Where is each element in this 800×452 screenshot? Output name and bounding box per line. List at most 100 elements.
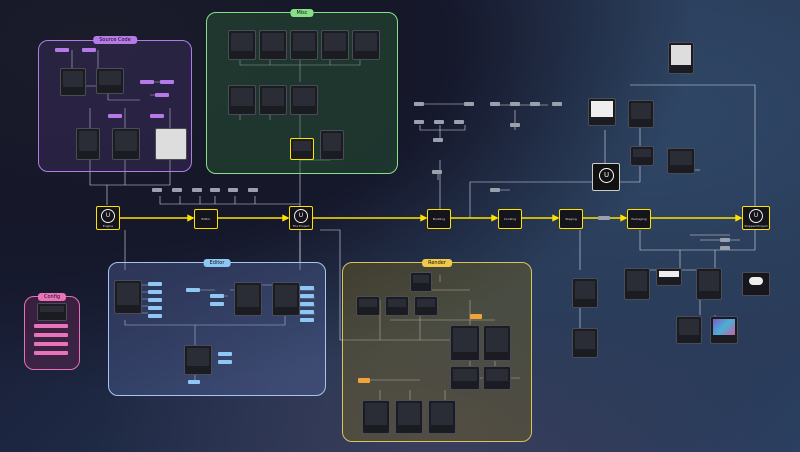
tag-pill	[55, 48, 69, 52]
node-card[interactable]	[290, 30, 318, 60]
node-card[interactable]	[410, 272, 432, 292]
tag-pill	[228, 188, 238, 192]
node-card[interactable]	[428, 400, 456, 434]
node-card[interactable]	[450, 366, 480, 390]
tag-pill	[148, 314, 162, 318]
node-card[interactable]	[259, 30, 287, 60]
tag-pill	[218, 360, 232, 364]
tag-pill	[300, 294, 314, 298]
node-card[interactable]	[356, 296, 380, 316]
pipeline-node-cooking[interactable]: Cooking	[498, 209, 522, 229]
node-card[interactable]	[572, 278, 598, 308]
node-card[interactable]	[362, 400, 390, 434]
tag-pill	[210, 302, 224, 306]
node-card[interactable]	[290, 85, 318, 115]
pipeline-node-engine[interactable]: U Engine	[96, 206, 120, 230]
tag-pill	[218, 352, 232, 356]
node-card[interactable]	[572, 328, 598, 358]
node-card[interactable]	[656, 268, 682, 286]
pipeline-node-staging[interactable]: Staging	[559, 209, 583, 229]
tag-pill	[248, 188, 258, 192]
node-card[interactable]	[60, 68, 86, 96]
tag-pill	[358, 378, 370, 383]
node-card[interactable]	[228, 85, 256, 115]
node-card[interactable]	[696, 268, 722, 300]
node-card[interactable]	[450, 325, 480, 361]
tag-pill	[192, 188, 202, 192]
node-card[interactable]	[320, 130, 344, 160]
node-card[interactable]	[710, 316, 738, 344]
tag-pill	[34, 324, 68, 328]
tag-pill	[210, 294, 224, 298]
node-card[interactable]	[321, 30, 349, 60]
tag-pill	[82, 48, 96, 52]
tag-pill	[34, 342, 68, 346]
node-card[interactable]	[668, 42, 694, 74]
tag-pill	[300, 318, 314, 322]
node-card[interactable]	[483, 366, 511, 390]
node-card[interactable]	[385, 296, 409, 316]
tag-pill	[152, 188, 162, 192]
engine-logo-hub[interactable]: U	[592, 163, 620, 191]
tag-pill	[720, 246, 730, 250]
pipeline-node-project[interactable]: U The Project	[289, 206, 313, 230]
node-card[interactable]	[234, 282, 262, 316]
gamepad-icon	[749, 277, 763, 285]
tag-pill	[414, 120, 424, 124]
node-card[interactable]	[628, 100, 654, 128]
node-card[interactable]	[667, 148, 695, 174]
unreal-logo-icon: U	[294, 209, 308, 223]
tag-pill	[140, 80, 154, 84]
node-card[interactable]	[395, 400, 423, 434]
node-card[interactable]	[624, 268, 650, 300]
node-card[interactable]	[588, 98, 616, 126]
tag-pill	[433, 138, 443, 142]
tag-pill	[598, 216, 610, 220]
node-card[interactable]	[114, 280, 142, 314]
node-card[interactable]	[290, 138, 314, 160]
node-card[interactable]	[272, 282, 300, 316]
tag-pill	[720, 238, 730, 242]
node-card[interactable]	[37, 303, 67, 321]
node-card[interactable]	[155, 128, 187, 160]
pipeline-node-shipped[interactable]: U Shipped Project	[742, 206, 770, 230]
group-title: Config	[37, 293, 67, 301]
tag-pill	[160, 80, 174, 84]
node-card[interactable]	[414, 296, 438, 316]
node-card[interactable]	[96, 68, 124, 94]
tag-pill	[530, 102, 540, 106]
tag-pill	[172, 188, 182, 192]
node-card[interactable]	[184, 345, 212, 375]
pipeline-node-building[interactable]: Building	[427, 209, 451, 229]
tag-pill	[490, 188, 500, 192]
tag-pill	[464, 102, 474, 106]
controller-card[interactable]	[742, 272, 770, 296]
group-title: Editor	[203, 259, 231, 267]
node-card[interactable]	[483, 325, 511, 361]
tag-pill	[300, 310, 314, 314]
node-card[interactable]	[112, 128, 140, 160]
node-card[interactable]	[76, 128, 100, 160]
tag-pill	[470, 314, 482, 319]
node-card[interactable]	[676, 316, 702, 344]
tag-pill	[108, 114, 122, 118]
tag-pill	[148, 282, 162, 286]
node-card[interactable]	[630, 146, 654, 166]
tag-pill	[34, 351, 68, 355]
tag-pill	[186, 288, 200, 292]
node-card[interactable]	[352, 30, 380, 60]
group-title: Source Code	[93, 36, 137, 44]
tag-pill	[510, 102, 520, 106]
node-card[interactable]	[259, 85, 287, 115]
pipeline-node-editor[interactable]: Editor	[194, 209, 218, 229]
tag-pill	[552, 102, 562, 106]
tag-pill	[414, 102, 424, 106]
tag-pill	[148, 306, 162, 310]
pipeline-node-packaging[interactable]: Packaging	[627, 209, 651, 229]
node-card[interactable]	[228, 30, 256, 60]
tag-pill	[434, 120, 444, 124]
tag-pill	[150, 114, 164, 118]
group-title: Render	[422, 259, 452, 267]
tag-pill	[155, 93, 169, 97]
tag-pill	[454, 120, 464, 124]
